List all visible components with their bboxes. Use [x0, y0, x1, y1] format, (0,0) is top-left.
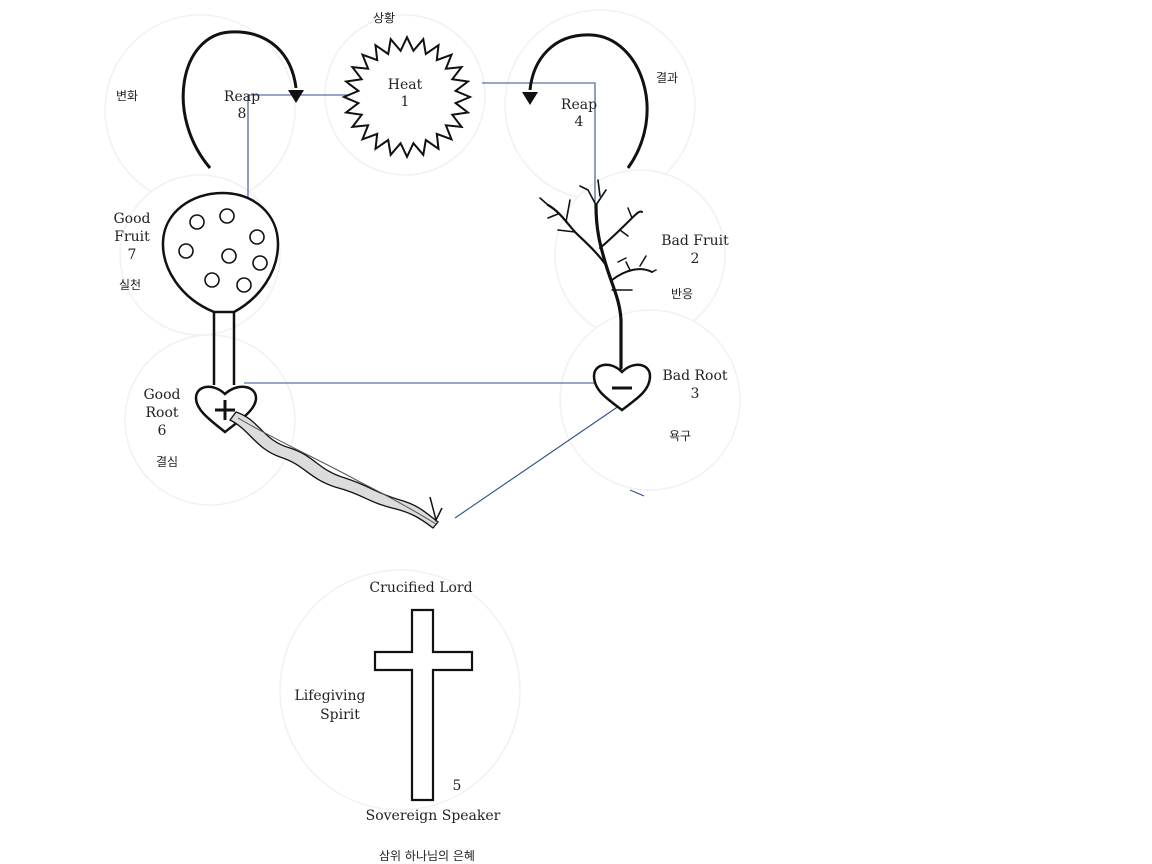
bad-fruit-tree-icon: [539, 179, 657, 370]
heat-sun-icon: [341, 34, 473, 160]
good-fruit-label-line1: Good: [113, 211, 150, 227]
cycle-lines: [244, 82, 645, 519]
good-fruit-number: 7: [128, 247, 137, 263]
twisted-root-icon: [229, 411, 443, 529]
grace-korean-label: 삼위 하나님의 은혜: [379, 849, 475, 863]
reap-left-korean-label: 변화: [116, 89, 138, 103]
cross-icon: [373, 608, 474, 802]
bad-root-label: Bad Root: [662, 368, 727, 384]
good-fruit-korean-label: 실천: [119, 277, 141, 292]
bad-root-heart-icon: [592, 363, 652, 412]
lifegiving-spirit-label-line2: Spirit: [320, 707, 360, 723]
heat-number: 1: [401, 94, 410, 110]
reap-right-label: Reap: [561, 97, 597, 113]
good-root-number: 6: [158, 423, 167, 439]
reap-left-number: 8: [238, 106, 247, 122]
heat-label: Heat: [388, 77, 423, 93]
bad-root-number: 3: [691, 386, 700, 402]
bad-fruit-korean-label: 반응: [671, 287, 693, 301]
good-root-label-line2: Root: [145, 405, 178, 421]
cross-number: 5: [453, 778, 462, 794]
good-fruit-label-line2: Fruit: [114, 229, 150, 245]
reap-right-korean-label: 결과: [656, 71, 678, 85]
reap-left-label: Reap: [224, 89, 260, 105]
good-root-korean-label: 결심: [156, 455, 178, 469]
good-fruit-tree-icon: [161, 191, 280, 385]
reap-left-arrow-icon: [181, 30, 304, 169]
reap-right-number: 4: [575, 114, 584, 130]
good-root-label-line1: Good: [143, 387, 180, 403]
bad-root-korean-label: 욕구: [669, 429, 691, 443]
sovereign-speaker-label: Sovereign Speaker: [366, 808, 501, 824]
lifegiving-spirit-label-line1: Lifegiving: [294, 688, 365, 704]
crucified-lord-label: Crucified Lord: [369, 580, 472, 596]
bad-fruit-label: Bad Fruit: [661, 233, 729, 249]
good-root-heart-icon: [194, 385, 258, 434]
reap-right-arrow-icon: [522, 33, 649, 169]
bad-fruit-number: 2: [691, 251, 700, 267]
heat-korean-label: 상황: [373, 11, 395, 25]
